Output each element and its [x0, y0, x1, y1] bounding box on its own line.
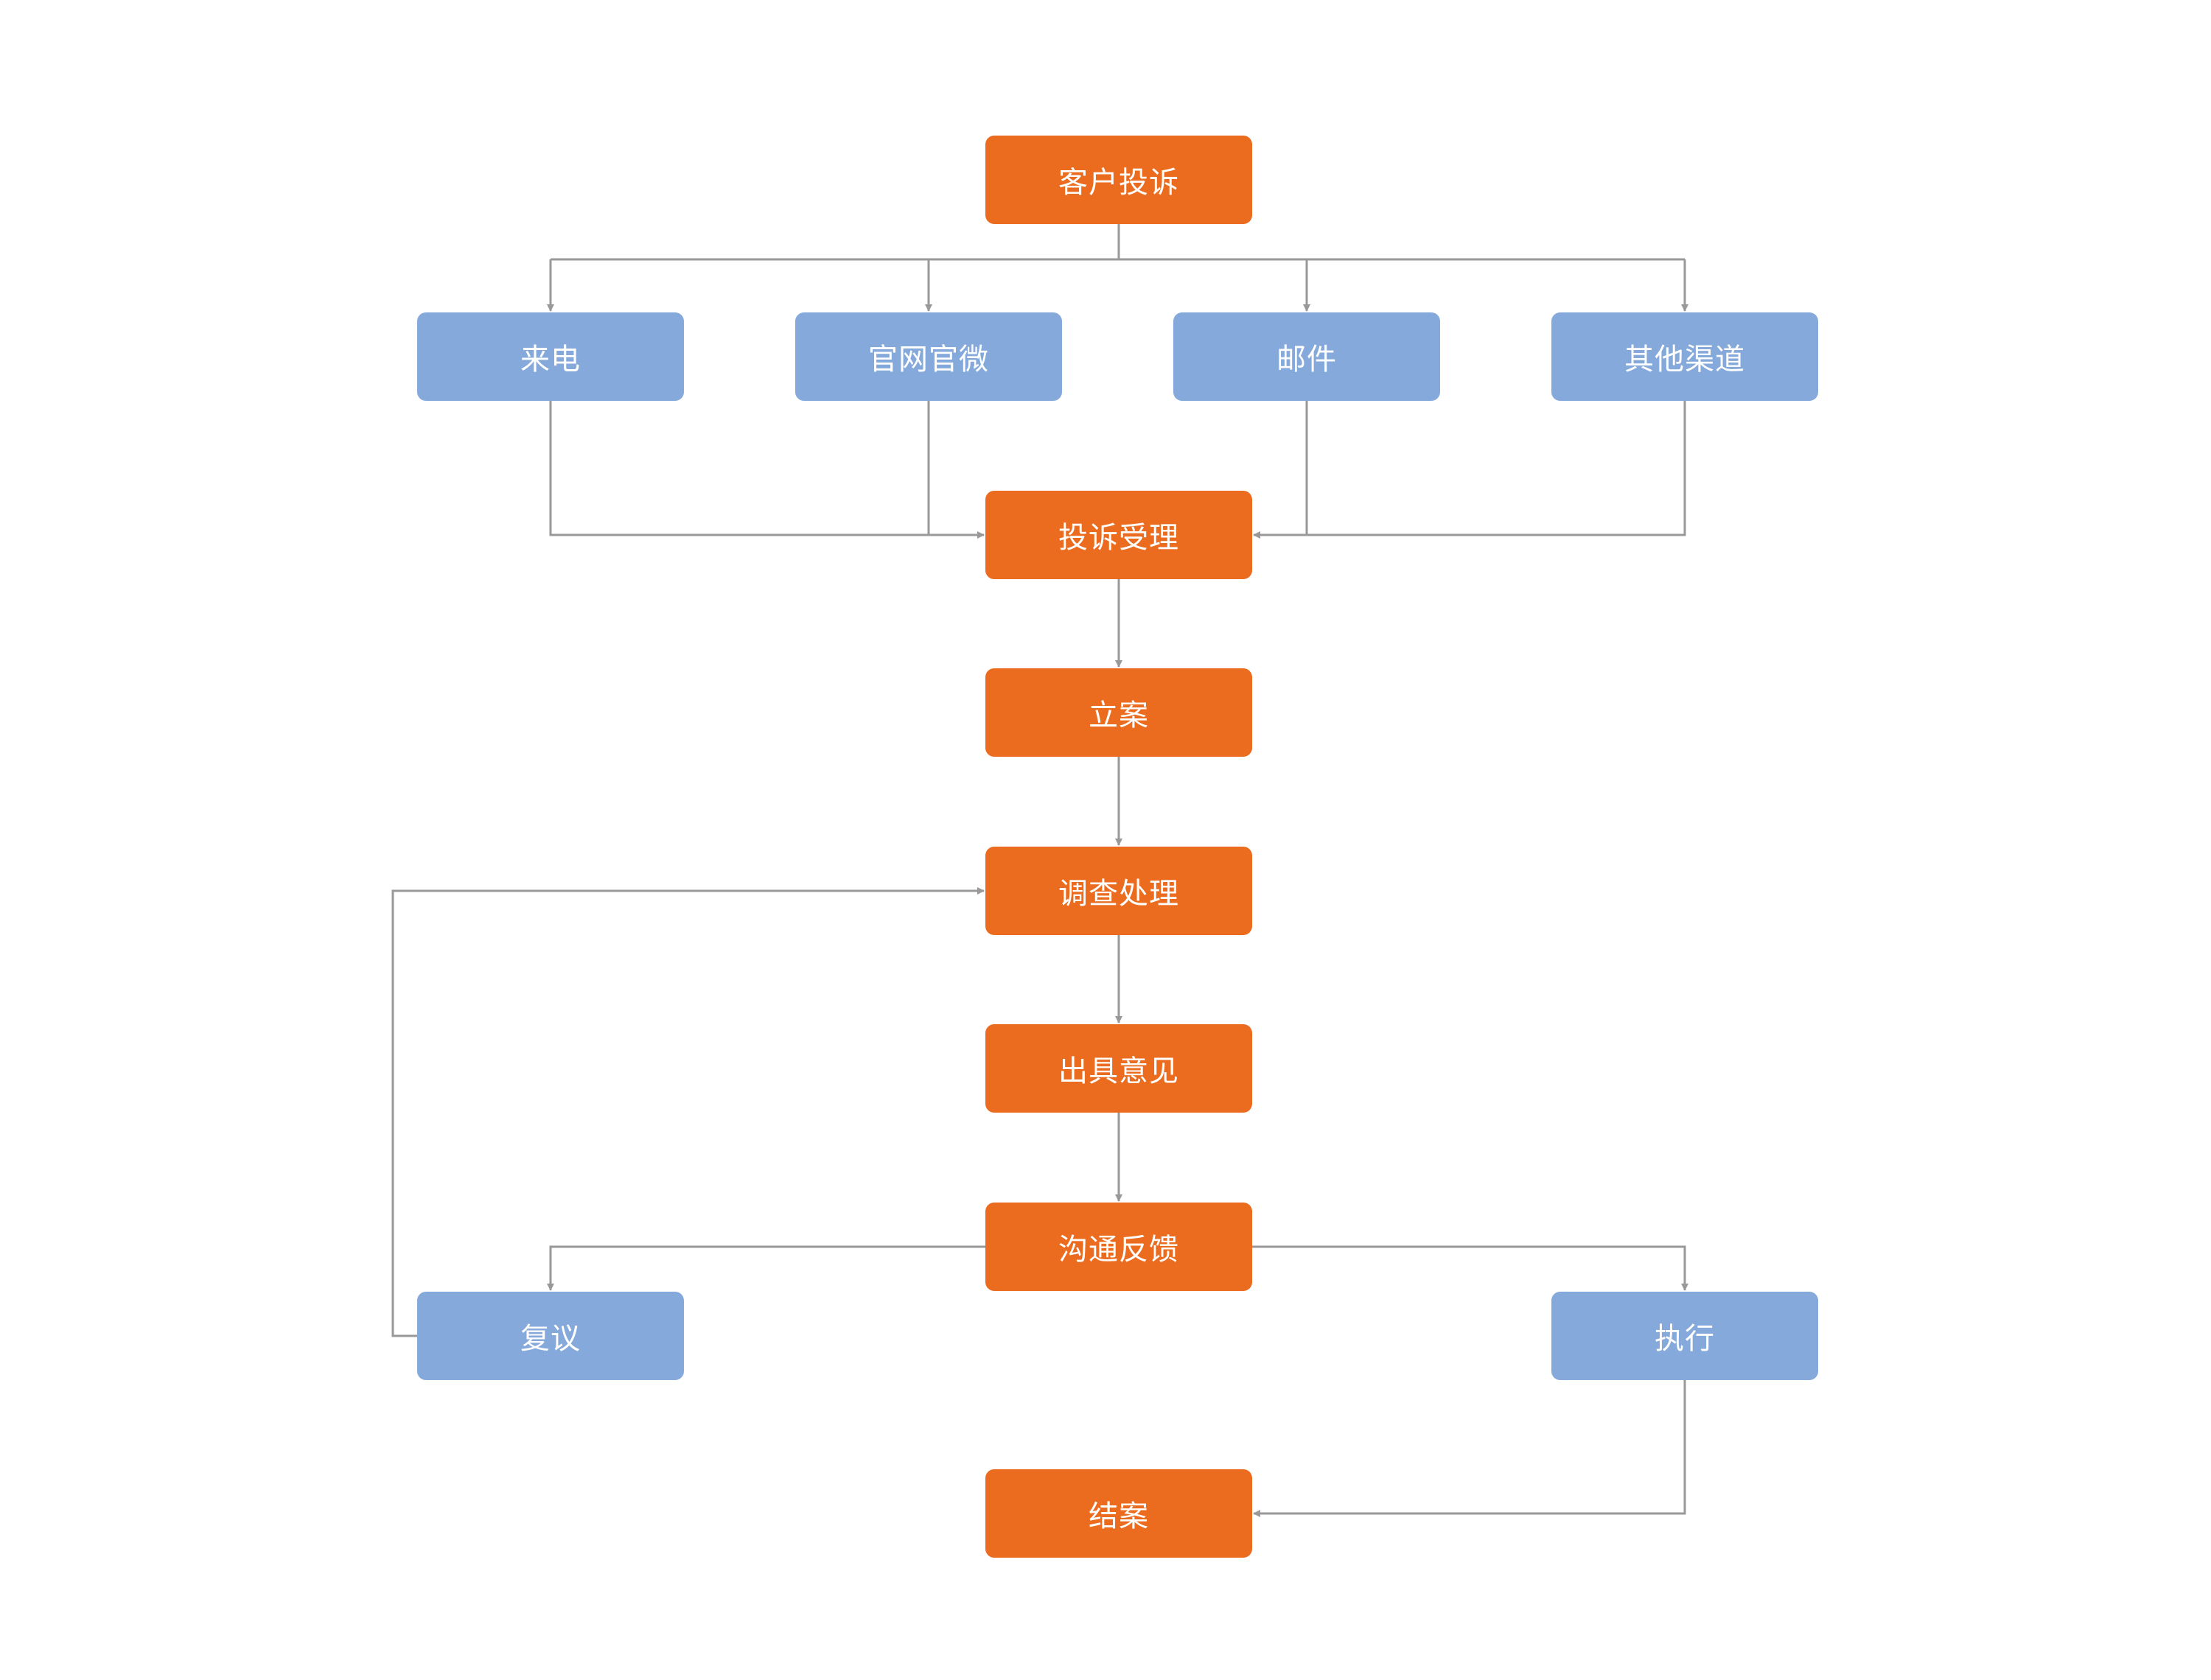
connector-feedback-to-execute [1252, 1245, 1688, 1291]
node-issue-opinion: 出具意见 [985, 1024, 1252, 1113]
node-website-weibo: 官网官微 [795, 312, 1062, 401]
node-communication-feedback: 沟通反馈 [985, 1203, 1252, 1291]
connector-phone-to-accept [549, 401, 985, 539]
node-complaint-acceptance: 投诉受理 [985, 491, 1252, 579]
connector-feedback-to-review [547, 1245, 985, 1291]
connector-execute-to-close [1253, 1380, 1686, 1517]
node-other-channels: 其他渠道 [1551, 312, 1818, 401]
node-review: 复议 [417, 1292, 684, 1380]
node-case-closed: 结案 [985, 1469, 1252, 1558]
node-case-filing: 立案 [985, 668, 1252, 757]
node-customer-complaint: 客户投诉 [985, 136, 1252, 224]
node-execute: 执行 [1551, 1292, 1818, 1380]
node-mail: 邮件 [1173, 312, 1440, 401]
node-investigation: 调查处理 [985, 847, 1252, 935]
connector-review-to-investigate [391, 887, 985, 1337]
node-phone-call: 来电 [417, 312, 684, 401]
connector-other-to-accept [1253, 401, 1686, 539]
